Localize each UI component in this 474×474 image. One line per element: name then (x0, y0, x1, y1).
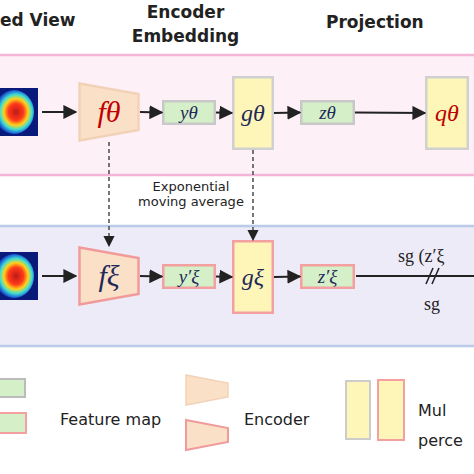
input-arrow (42, 111, 76, 113)
stop-gradient-slash (432, 268, 439, 284)
encoder-trapezoid: fθ (78, 82, 140, 142)
output-line (356, 275, 474, 277)
node-label: z′ξ (318, 266, 338, 288)
header-label: sg (424, 294, 440, 315)
target-band (0, 226, 474, 346)
box-shape (233, 241, 273, 313)
node-label: yθ (180, 102, 198, 124)
flow-arrow (216, 112, 232, 115)
feature-box: yθ (162, 100, 216, 125)
node-label: gξ (242, 264, 264, 291)
node-label: gθ (241, 100, 265, 127)
input-arrow (42, 275, 76, 277)
trapezoid-shape (80, 84, 139, 141)
edge-label: Exponential moving average (131, 179, 251, 209)
node-label: qθ (435, 100, 459, 127)
box-shape (163, 265, 215, 288)
flow-arrow (140, 111, 162, 114)
input-image-blob (0, 90, 34, 134)
box-shape (301, 101, 354, 124)
mlp-box: gξ (232, 240, 274, 314)
legend-label: Mul perce (418, 396, 472, 456)
legend-encoder-sample (186, 375, 228, 405)
legend-label: Feature map (60, 405, 161, 435)
dashed-arrow (252, 150, 254, 240)
legend-sample (0, 413, 26, 433)
legend-sample (378, 380, 404, 440)
flow-arrow (274, 112, 300, 115)
legend-label: Encoder (244, 405, 309, 435)
box-shape (426, 77, 468, 149)
legend-swatch (345, 380, 371, 440)
mlp-box: gθ (232, 76, 274, 150)
encoder-trapezoid: fξ (78, 246, 140, 306)
header-label: sg (z′ξ (398, 246, 444, 267)
trapezoid-shape (80, 248, 139, 305)
input-image-blob (0, 254, 34, 298)
box-shape (233, 77, 273, 149)
flow-arrow (355, 112, 425, 115)
box-shape (163, 101, 215, 124)
feature-box: z′ξ (300, 264, 355, 289)
dashed-arrow (108, 142, 110, 246)
flow-arrow (140, 275, 162, 278)
header-label: Projection (326, 12, 424, 32)
node-label: fξ (98, 259, 119, 293)
feature-box: y′ξ (162, 264, 216, 289)
node-label: zθ (319, 102, 336, 124)
feature-box: zθ (300, 100, 355, 125)
node-label: y′ξ (179, 266, 200, 288)
stop-gradient-slash (426, 268, 433, 284)
flow-arrow (274, 276, 300, 279)
header-label: Encoder Embedding (128, 0, 243, 48)
mlp-box: qθ (425, 76, 469, 150)
node-label: fθ (97, 95, 120, 129)
flow-arrow (216, 276, 232, 279)
legend-encoder-sample (186, 420, 228, 450)
legend-swatch (0, 378, 26, 398)
online-band (0, 55, 474, 175)
header-label: ed View (0, 10, 76, 30)
box-shape (301, 265, 354, 288)
